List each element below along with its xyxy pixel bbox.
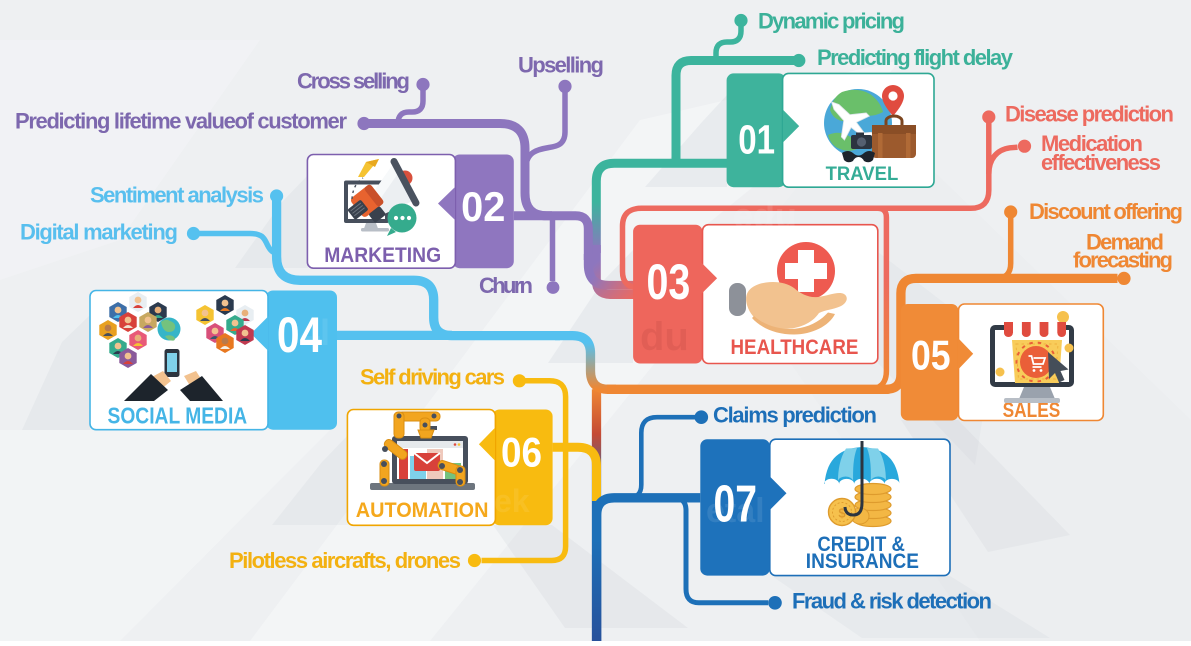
svg-text:effectiveness: effectiveness — [1041, 150, 1161, 175]
svg-text:Discount offering: Discount offering — [1029, 199, 1183, 224]
svg-text:SOCIAL MEDIA: SOCIAL MEDIA — [108, 403, 248, 429]
svg-text:04: 04 — [277, 307, 322, 363]
svg-text:ek: ek — [494, 483, 530, 519]
svg-text:du: du — [640, 315, 689, 359]
svg-text:Sentiment analysis: Sentiment analysis — [90, 183, 264, 208]
svg-text:01: 01 — [738, 117, 775, 163]
svg-text:Predicting flight delay: Predicting flight delay — [817, 45, 1014, 70]
svg-text:etal: etal — [706, 492, 765, 530]
svg-text:05: 05 — [911, 332, 951, 379]
svg-text:Pilotless aircrafts, drones: Pilotless aircrafts, drones — [229, 548, 461, 573]
svg-text:Digital marketing: Digital marketing — [20, 220, 178, 245]
svg-text:07: 07 — [714, 476, 758, 534]
svg-text:Cross selling: Cross selling — [297, 69, 410, 94]
svg-text:Predicting lifetime valueof cu: Predicting lifetime valueof customer — [15, 109, 347, 134]
svg-text:$: $ — [838, 506, 846, 521]
svg-text:Claims prediction: Claims prediction — [713, 403, 877, 428]
svg-text:Upselling: Upselling — [518, 53, 604, 78]
svg-text:AUTOMATION: AUTOMATION — [356, 498, 489, 522]
svg-text:02: 02 — [461, 183, 505, 230]
svg-text:HEALTHCARE: HEALTHCARE — [731, 335, 859, 359]
svg-text:4l: 4l — [300, 312, 330, 353]
svg-text:Medication: Medication — [1041, 131, 1143, 156]
svg-text:Demand: Demand — [1086, 230, 1164, 255]
svg-text:03: 03 — [647, 254, 691, 310]
svg-text:TRAVEL: TRAVEL — [826, 164, 899, 185]
svg-text:Churn: Churn — [479, 273, 533, 298]
svg-text:Self driving cars: Self driving cars — [360, 365, 505, 390]
svg-text:06: 06 — [501, 428, 542, 475]
svg-text:Fraud & risk detection: Fraud & risk detection — [792, 589, 992, 614]
svg-text:edu: edu — [733, 195, 797, 236]
svg-text:MARKETING: MARKETING — [324, 243, 441, 267]
svg-text:forecasting: forecasting — [1073, 248, 1173, 273]
svg-text:Disease prediction: Disease prediction — [1005, 102, 1174, 127]
svg-text:INSURANCE: INSURANCE — [806, 549, 919, 573]
svg-text:Dynamic pricing: Dynamic pricing — [758, 9, 905, 34]
svg-text:CREDIT &: CREDIT & — [817, 532, 905, 556]
